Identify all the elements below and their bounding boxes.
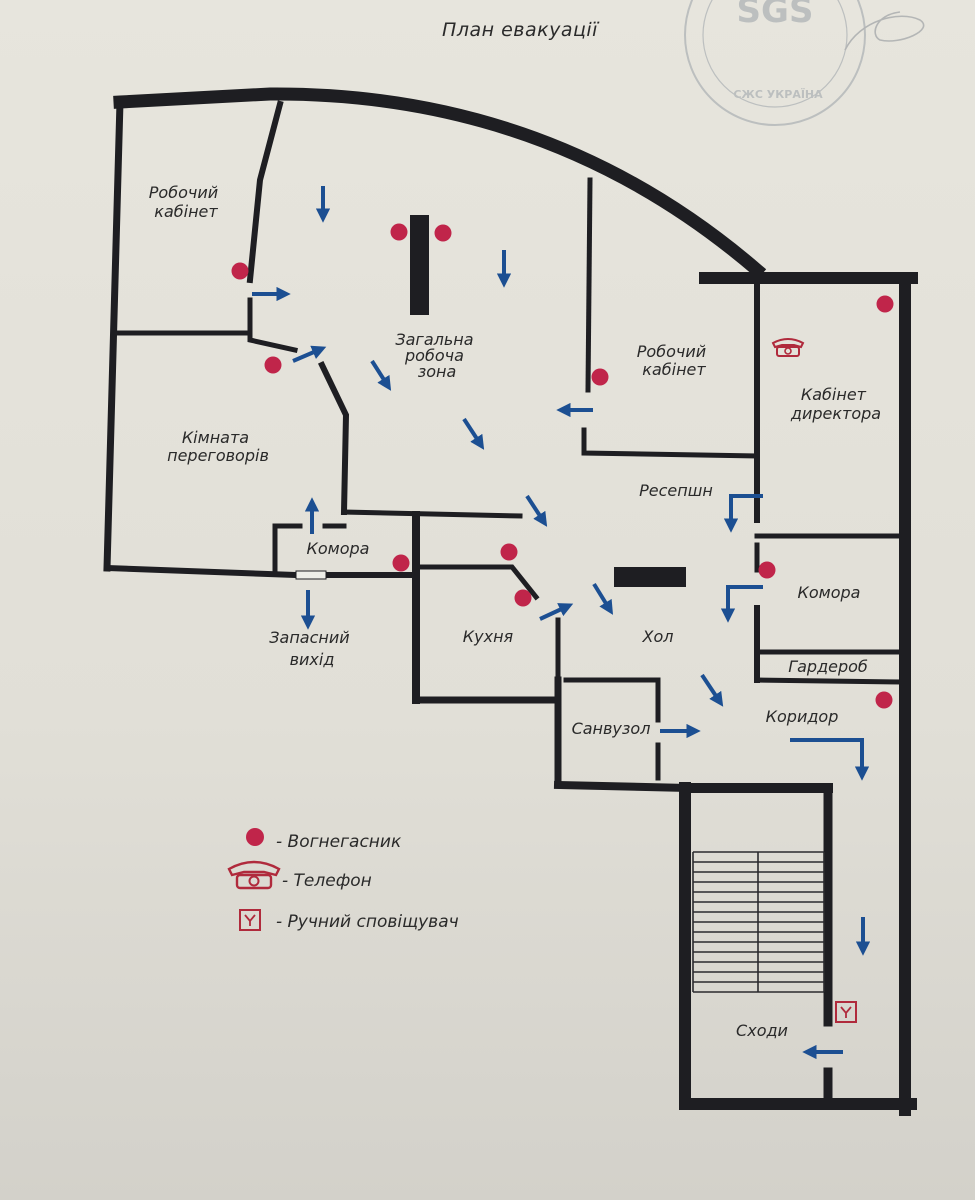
manual-call-point-icon <box>835 1001 857 1023</box>
legend-phone: - Телефон <box>282 871 372 891</box>
red-dot-icon <box>246 828 264 846</box>
stamp-text: SGS <box>737 0 814 31</box>
room-label-meeting-room: Кімната переговорів <box>167 428 269 465</box>
room-label-wardrobe: Гардероб <box>788 657 868 676</box>
evacuation-arrow-icon <box>700 673 724 707</box>
room-label-storage-1: Комора <box>307 539 370 558</box>
room-label-work-office-1: Робочий кабінет <box>149 183 223 221</box>
room-labels: Робочий кабінет Загальна робоча зона Роб… <box>149 183 881 1040</box>
room-label-reception: Ресепшн <box>639 481 713 500</box>
stairs <box>692 851 825 993</box>
stamp-subtext: СЖС УКРАЇНА <box>733 87 823 101</box>
room-label-storage-2: Комора <box>798 583 861 602</box>
red-dot-icon <box>514 589 532 607</box>
room-label-general-work-zone: Загальна робоча зона <box>395 330 478 381</box>
phone-icon <box>771 338 805 357</box>
manual-call-point-icon <box>239 909 261 931</box>
evacuation-arrow-icon <box>292 345 327 363</box>
walls <box>103 87 918 1116</box>
evacuation-arrow-icon <box>720 585 763 623</box>
room-label-emergency-exit: Запасний вихід <box>269 628 354 669</box>
emergency-exit-door <box>295 570 327 580</box>
signature-icon <box>844 11 925 51</box>
evacuation-arrow-icon <box>525 494 548 527</box>
red-dot-icon <box>390 223 408 241</box>
room-label-stairs: Сходи <box>736 1021 788 1040</box>
evacuation-arrows <box>252 186 871 1060</box>
evacuation-arrow-icon <box>462 417 485 450</box>
red-dot-icon <box>758 561 776 579</box>
room-label-work-office-2: Робочий кабінет <box>637 342 711 379</box>
room-label-hall: Хол <box>642 627 674 646</box>
extinguishers <box>231 223 894 709</box>
plan-title: План евакуації <box>442 19 600 41</box>
red-dot-icon <box>875 691 893 709</box>
red-dot-icon <box>264 356 282 374</box>
red-dot-icon <box>392 554 410 572</box>
evacuation-arrow-icon <box>790 738 870 781</box>
legend-alarm: - Ручний сповіщувач <box>276 912 459 932</box>
evacuation-arrow-icon <box>592 582 614 615</box>
evacuation-arrow-icon <box>539 603 574 621</box>
sgs-stamp: SGS СЖС УКРАЇНА <box>684 0 925 126</box>
legend: - Вогнегасник - Телефон - Ручний сповіщу… <box>227 828 459 932</box>
red-dot-icon <box>434 224 452 242</box>
red-dot-icon <box>876 295 894 313</box>
evacuation-arrow-icon <box>370 359 392 391</box>
legend-extinguisher: - Вогнегасник <box>276 832 402 852</box>
evacuation-arrow-icon <box>723 494 763 533</box>
red-dot-icon <box>500 543 518 561</box>
room-label-bathroom: Санвузол <box>572 719 651 738</box>
room-label-kitchen: Кухня <box>463 627 514 646</box>
red-dot-icon <box>591 368 609 386</box>
room-label-director-office: Кабінет директора <box>790 385 881 423</box>
phone-icon <box>227 860 281 890</box>
red-dot-icon <box>231 262 249 280</box>
room-label-corridor: Коридор <box>766 707 839 726</box>
